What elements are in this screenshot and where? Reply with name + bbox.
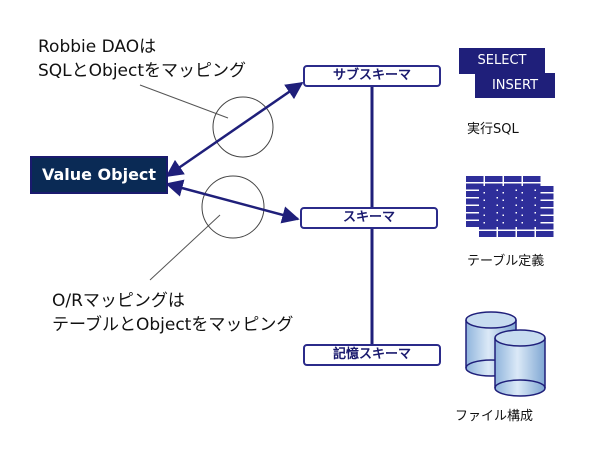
dao-callout-line [139, 84, 229, 119]
table-cell [523, 221, 541, 227]
select-card-label: SELECT [477, 53, 527, 68]
schema-box [300, 207, 438, 229]
table-cell [485, 198, 503, 205]
schema-label: スキーマ [342, 210, 395, 225]
table-cell [466, 221, 484, 227]
table-cell [466, 198, 484, 205]
table-cell [523, 176, 541, 182]
table-cell [485, 191, 503, 197]
table-cell [485, 206, 503, 212]
cylinder-front [494, 329, 546, 397]
sub-schema-box [303, 65, 441, 87]
table-cell [523, 191, 541, 197]
table-grid-icon [466, 176, 554, 237]
storage-schema-box [303, 344, 441, 366]
table-cell [466, 176, 484, 182]
table-cell [523, 206, 541, 212]
table-cell [504, 191, 522, 197]
table-cell [466, 183, 484, 190]
table-cell [504, 206, 522, 212]
table-cell [504, 213, 522, 220]
table-cell [466, 206, 484, 212]
table-cell [536, 193, 554, 200]
value-object-label: Value Object [41, 165, 157, 184]
value-object-box [30, 156, 168, 194]
table-cell [504, 198, 522, 205]
storage-schema-label: 記憶スキーマ [332, 347, 411, 362]
dao-mapping-arrow [165, 81, 304, 178]
table-cell [498, 231, 516, 237]
table-cell [485, 176, 503, 182]
sql-cards-icon [459, 48, 555, 98]
or-note-line2: テーブルとObjectをマッピング [52, 315, 294, 335]
table-cell [466, 191, 484, 197]
executed-sql-caption: 実行SQL [467, 122, 519, 137]
table-cell [523, 213, 541, 220]
table-cell [479, 231, 497, 237]
table-cell [523, 198, 541, 205]
file-structure-caption: ファイル構成 [455, 409, 534, 424]
or-callout-line [149, 214, 221, 281]
table-cell [504, 176, 522, 182]
table-cell [523, 183, 541, 190]
table-cell [536, 231, 554, 237]
table-grid-front [466, 176, 541, 227]
table-cell [504, 221, 522, 227]
table-cell [504, 183, 522, 190]
sub-schema-label: サブスキーマ [332, 68, 411, 83]
table-cell [485, 221, 503, 227]
dao-mapping-circle [212, 96, 274, 158]
table-cell [536, 201, 554, 207]
insert-card [475, 73, 555, 98]
dao-note-line1: Robbie DAOは [38, 37, 157, 57]
table-cell [536, 186, 554, 192]
or-note-line1: O/Rマッピングは [52, 291, 185, 311]
table-cell [536, 216, 554, 222]
table-cell [485, 213, 503, 220]
table-cell [536, 208, 554, 215]
table-definition-caption: テーブル定義 [467, 254, 545, 269]
table-cell [466, 213, 484, 220]
dao-note-line2: SQLとObjectをマッピング [38, 61, 247, 81]
database-cylinders-icon [465, 311, 546, 397]
select-card [459, 48, 545, 74]
table-cell [485, 183, 503, 190]
insert-card-label: INSERT [491, 78, 539, 93]
table-cell [536, 223, 554, 230]
or-mapping-arrow [165, 179, 300, 224]
table-cell [517, 231, 535, 237]
